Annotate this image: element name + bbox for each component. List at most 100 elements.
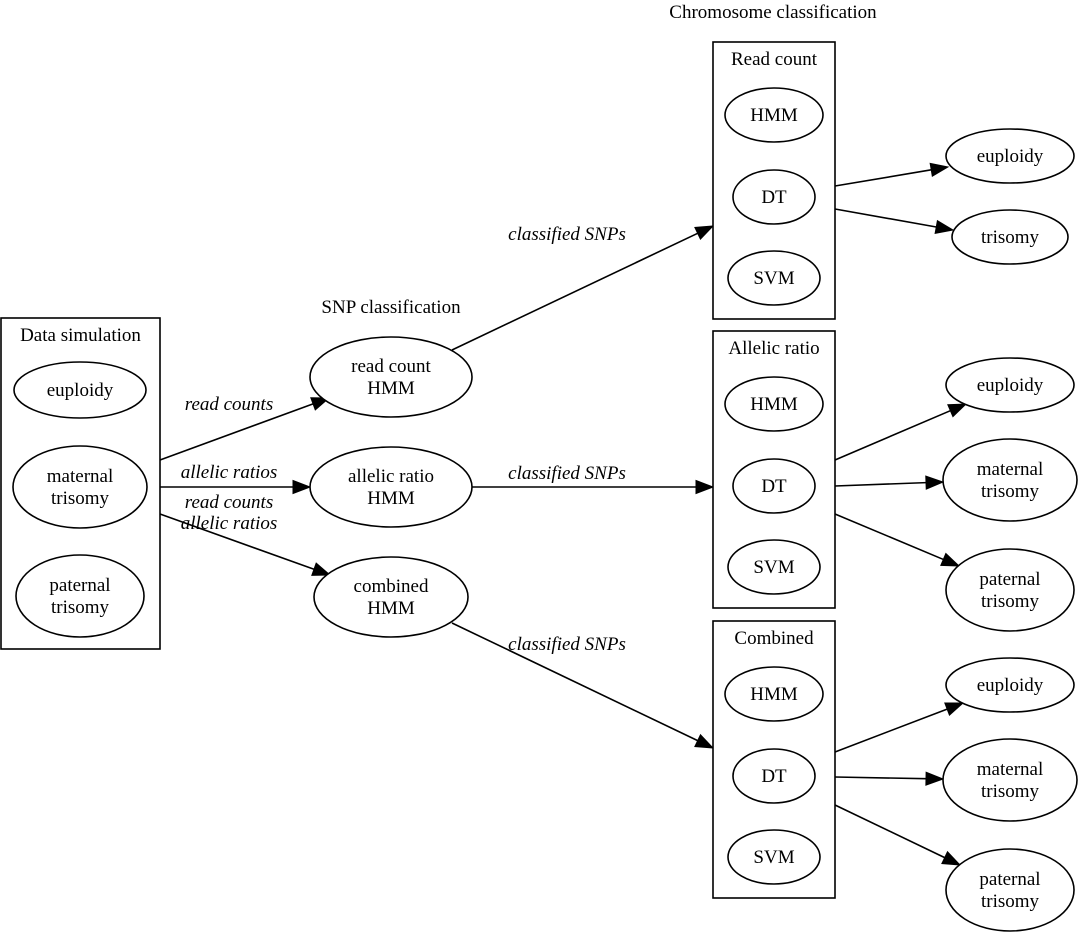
- edge-label-read-counts-allelic-ratios: read counts: [185, 492, 273, 513]
- snp-node-read-count-hmm-shape: [309, 336, 473, 418]
- edge-combined-to-maternal-trisomy-line: [834, 776, 927, 780]
- snp-classification-title: SNP classification: [321, 297, 461, 318]
- snp-node-read-count-hmm-label: read count: [351, 356, 431, 377]
- outcome-combined-paternal-trisomy-shape: [945, 848, 1075, 932]
- outcome-read-count-euploidy-label: euploidy: [977, 146, 1044, 167]
- cluster-allelic-ratio-title: Allelic ratio: [728, 338, 819, 359]
- cluster-allelic-ratio-node-svm-shape: [727, 539, 821, 595]
- edge-sim-to-combined-hmm-line: [159, 513, 315, 571]
- outcome-allelic-ratio-maternal-trisomy-label: maternal: [977, 459, 1043, 480]
- sim-node-euploidy: euploidy: [13, 361, 147, 419]
- sim-node-paternal-trisomy-shape: [15, 554, 145, 638]
- edge-combined-to-paternal-trisomy: [834, 804, 962, 866]
- edge-combined-to-euploidy-line: [834, 708, 948, 753]
- outcome-combined-euploidy: euploidy: [945, 657, 1075, 713]
- edge-allelic-ratio-to-maternal-trisomy-arrowhead: [925, 475, 945, 490]
- snp-node-allelic-ratio-hmm-shape: [309, 446, 473, 528]
- outcome-read-count-trisomy-shape: [951, 209, 1069, 265]
- sim-node-maternal-trisomy-label: maternal: [47, 466, 113, 487]
- cluster-read-count-node-hmm: HMM: [724, 87, 824, 143]
- cluster-combined-node-dt: DT: [732, 748, 816, 804]
- outcome-allelic-ratio-paternal-trisomy-shape: [945, 548, 1075, 632]
- snp-node-combined-hmm-label: HMM: [367, 598, 415, 619]
- snp-node-allelic-ratio-hmm-label: HMM: [367, 488, 415, 509]
- edge-read-count-to-euploidy-line: [834, 169, 932, 187]
- edge-combined-to-maternal-trisomy-arrowhead: [925, 771, 945, 786]
- edge-label-classified-snps: classified SNPs: [508, 463, 626, 484]
- cluster-allelic-ratio-node-dt: DT: [732, 458, 816, 514]
- outcome-allelic-ratio-maternal-trisomy-label: trisomy: [981, 481, 1040, 502]
- chromosome-classification-title: Chromosome classification: [669, 2, 877, 23]
- nodes-layer: Data simulationeuploidymaternaltrisomypa…: [0, 41, 1078, 932]
- edge-allelic-ratio-to-paternal-trisomy-line: [834, 513, 944, 561]
- sim-node-maternal-trisomy-label: trisomy: [51, 488, 110, 509]
- outcome-read-count-trisomy: trisomy: [951, 209, 1069, 265]
- outcome-read-count-trisomy-label: trisomy: [981, 227, 1040, 248]
- outcome-combined-paternal-trisomy-label: trisomy: [981, 891, 1040, 912]
- edge-label-allelic-ratios: allelic ratios: [181, 462, 278, 483]
- cluster-combined-node-hmm-label: HMM: [750, 684, 798, 705]
- cluster-allelic-ratio-node-hmm: HMM: [724, 376, 824, 432]
- outcome-allelic-ratio-euploidy-label: euploidy: [977, 375, 1044, 396]
- sim-node-maternal-trisomy-shape: [12, 445, 148, 529]
- outcome-combined-euploidy-label: euploidy: [977, 675, 1044, 696]
- edge-allelic-ratio-to-maternal-trisomy-line: [834, 481, 927, 487]
- snp-node-combined-hmm-label: combined: [354, 576, 429, 597]
- cluster-combined-title: Combined: [734, 628, 814, 649]
- edge-label-classified-snps: classified SNPs: [508, 634, 626, 655]
- cluster-allelic-ratio-node-svm: SVM: [727, 539, 821, 595]
- cluster-combined-node-hmm-shape: [724, 666, 824, 722]
- sim-node-paternal-trisomy-label: paternal: [49, 575, 110, 596]
- edge-label-read-counts-allelic-ratios: allelic ratios: [181, 513, 278, 534]
- outcome-allelic-ratio-paternal-trisomy-label: trisomy: [981, 591, 1040, 612]
- edge-label-read-counts: read counts: [185, 394, 273, 415]
- outcome-allelic-ratio-paternal-trisomy-label: paternal: [979, 569, 1040, 590]
- outcome-allelic-ratio-maternal-trisomy-shape: [942, 438, 1078, 522]
- cluster-combined-node-hmm: HMM: [724, 666, 824, 722]
- outcome-read-count-euploidy: euploidy: [945, 128, 1075, 184]
- edge-allelic-ratio-to-maternal-trisomy: [834, 475, 945, 490]
- cluster-combined-node-dt-label: DT: [761, 766, 787, 787]
- outcome-read-count-euploidy-shape: [945, 128, 1075, 184]
- edge-combined-to-euploidy: [834, 702, 965, 753]
- outcome-allelic-ratio-euploidy-shape: [945, 357, 1075, 413]
- edge-read-count-to-trisomy-line: [834, 208, 937, 228]
- edge-sim-to-allelic-ratio-hmm-arrowhead: [292, 479, 312, 495]
- sim-node-euploidy-shape: [13, 361, 147, 419]
- edge-combined-hmm-to-cluster: [451, 622, 715, 749]
- cluster-combined-node-svm: SVM: [727, 829, 821, 885]
- outcome-allelic-ratio-euploidy: euploidy: [945, 357, 1075, 413]
- outcome-combined-maternal-trisomy-shape: [942, 738, 1078, 822]
- cluster-read-count-title: Read count: [731, 49, 818, 70]
- edge-allelic-ratio-to-paternal-trisomy-arrowhead: [940, 552, 961, 567]
- edge-combined-to-euploidy-arrowhead: [944, 702, 965, 717]
- cluster-read-count-node-hmm-shape: [724, 87, 824, 143]
- edge-read-count-to-euploidy-arrowhead: [929, 162, 950, 178]
- sim-node-euploidy-label: euploidy: [47, 380, 114, 401]
- edge-sim-to-combined-hmm-arrowhead: [311, 562, 332, 576]
- edge-read-count-hmm-to-cluster-arrowhead: [694, 225, 715, 241]
- edge-sim-to-combined-hmm: [159, 513, 332, 576]
- cluster-allelic-ratio-node-dt-shape: [732, 458, 816, 514]
- edge-sim-to-allelic-ratio-hmm: [160, 479, 312, 495]
- cluster-combined-node-svm-shape: [727, 829, 821, 885]
- edge-read-count-hmm-to-cluster-line: [451, 232, 698, 351]
- edge-combined-hmm-to-cluster-arrowhead: [694, 733, 715, 749]
- edge-combined-to-maternal-trisomy: [834, 771, 945, 786]
- cluster-read-count-node-dt-label: DT: [761, 187, 787, 208]
- snp-node-combined-hmm-shape: [313, 556, 469, 638]
- edge-allelic-ratio-to-paternal-trisomy: [834, 513, 961, 567]
- cluster-read-count-node-svm-label: SVM: [753, 268, 794, 289]
